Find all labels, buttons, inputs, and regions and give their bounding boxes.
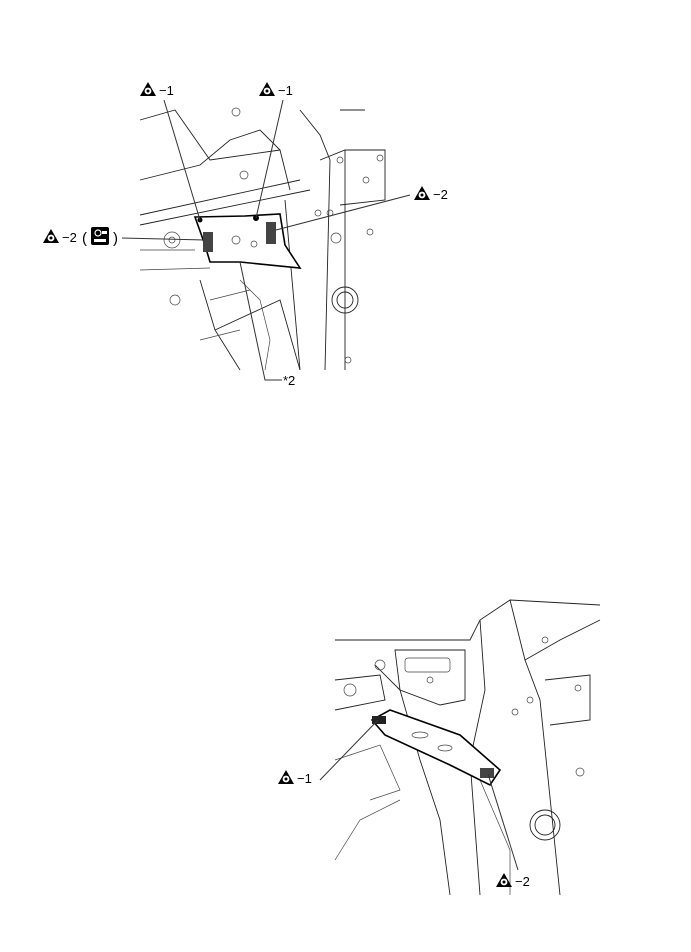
svg-text:−1: −1: [297, 771, 312, 786]
bolt-triangle-icon: [43, 229, 59, 243]
bolt-triangle-icon: [496, 873, 512, 887]
callout-f1-1b: −1: [259, 82, 293, 98]
bolt-triangle-icon: [278, 770, 294, 784]
bolt-triangle-icon: [259, 82, 275, 96]
svg-text:−2: −2: [433, 187, 448, 202]
figure-1-drawing: [121, 99, 411, 381]
svg-text:−1: −1: [278, 83, 293, 98]
brace-part: [370, 709, 502, 787]
callout-f2-2: −2: [496, 873, 530, 889]
svg-text:−2: −2: [62, 230, 77, 245]
callout-f1-star2: *2: [283, 373, 295, 388]
bolt-triangle-icon: [140, 82, 156, 96]
callout-f1-2b: −2 ( ): [43, 227, 118, 247]
callout-f1-1a: −1: [140, 82, 174, 98]
bolt-triangle-icon: [414, 186, 430, 200]
callout-f2-1: −1: [278, 770, 312, 786]
svg-text:−1: −1: [159, 83, 174, 98]
svg-text:−2: −2: [515, 874, 530, 889]
callout-f1-2a: −2: [414, 186, 448, 202]
svg-text:): ): [113, 230, 118, 247]
tool-icon: [91, 227, 109, 245]
figure-2-drawing: [319, 599, 601, 896]
svg-text:(: (: [82, 230, 87, 247]
